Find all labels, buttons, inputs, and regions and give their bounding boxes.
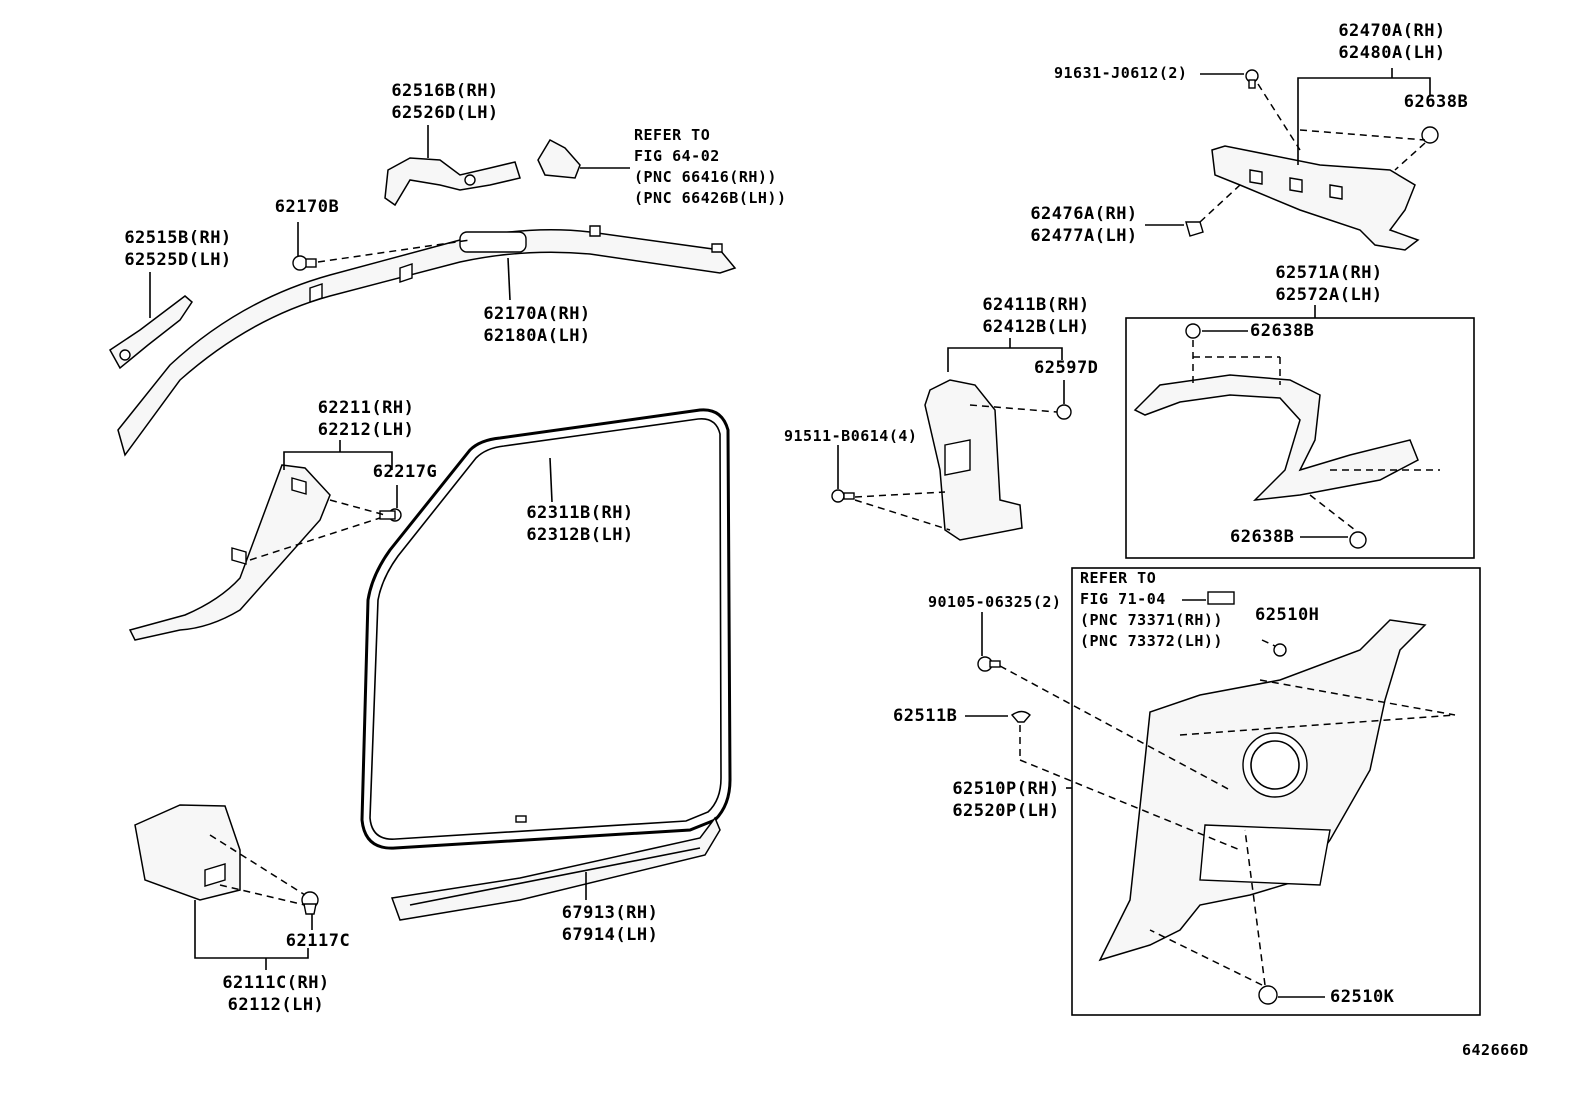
figure-id: 642666D [1462, 1041, 1529, 1059]
screw-90105 [977, 656, 1001, 672]
a-pillar-garnish [128, 464, 331, 641]
roof-side-rail-garnish [117, 225, 737, 457]
group-box-62510p [1071, 567, 1481, 1016]
clip-91631 [1245, 69, 1259, 89]
part-ref-fig-71-04 [1207, 591, 1235, 605]
clip-62638b-mid [1185, 323, 1201, 339]
center-pillar-lower-garnish [924, 379, 1023, 541]
clip-62476a [1185, 221, 1204, 237]
label-91511: 91511-B0614(4) [784, 427, 918, 445]
label-62510h: 62510H [1255, 605, 1320, 625]
label-62638b-top: 62638B [1403, 92, 1469, 112]
label-62638b-mid: 62638B [1250, 321, 1315, 341]
label-62516b: 62516B(RH)62526D(LH) [391, 81, 499, 123]
bracket-62515b [109, 295, 193, 370]
screw-91511 [831, 489, 855, 503]
quarter-trim-upper [1211, 145, 1420, 251]
label-62638b-low: 62638B [1230, 527, 1295, 547]
clip-62170b [292, 255, 317, 271]
label-91631: 91631-J0612(2) [1054, 64, 1188, 82]
label-62510k: 62510K [1330, 987, 1395, 1007]
label-62170a: 62170A(RH)62180A(LH) [483, 304, 591, 346]
part-ref-fig-64-02 [537, 139, 581, 179]
bracket-62516b [384, 157, 521, 207]
label-62217g: 62217G [372, 462, 438, 482]
label-62311b: 62311B(RH)62312B(LH) [526, 503, 634, 545]
clip-62217g [379, 508, 402, 522]
clip-62511b [1010, 710, 1031, 723]
clip-62510h [1273, 643, 1287, 657]
label-62515b: 62515B(RH)62525D(LH) [124, 228, 232, 270]
clip-62117c [301, 891, 319, 915]
label-62470a: 62470A(RH)62480A(LH) [1338, 21, 1446, 63]
cowl-side-trim [134, 804, 241, 901]
label-62111c: 62111C(RH)62112(LH) [222, 973, 330, 1015]
quarter-trim-mid [1133, 374, 1419, 501]
quarter-trim-lower [1098, 619, 1427, 962]
label-62511b: 62511B [893, 706, 958, 726]
clip-62638b-low [1349, 531, 1367, 549]
label-62510p: 62510P(RH)62520P(LH) [952, 779, 1060, 821]
label-62476a: 62476A(RH)62477A(LH) [1030, 204, 1138, 246]
label-90105: 90105-06325(2) [928, 593, 1062, 611]
label-62597d: 62597D [1034, 358, 1099, 378]
scuff-plate [390, 816, 721, 921]
label-62211: 62211(RH)62212(LH) [317, 398, 415, 440]
label-62411b: 62411B(RH)62412B(LH) [982, 295, 1090, 337]
clip-62510k [1258, 985, 1278, 1005]
clip-62597d [1056, 404, 1072, 420]
label-67913: 67913(RH)67914(LH) [561, 903, 659, 945]
group-box-62571a [1125, 317, 1475, 559]
clip-62638b-top [1421, 126, 1439, 144]
label-62170b: 62170B [274, 197, 340, 217]
label-62117c: 62117C [285, 931, 351, 951]
label-62571a: 62571A(RH)62572A(LH) [1275, 263, 1383, 305]
door-weatherstrip [360, 408, 732, 850]
